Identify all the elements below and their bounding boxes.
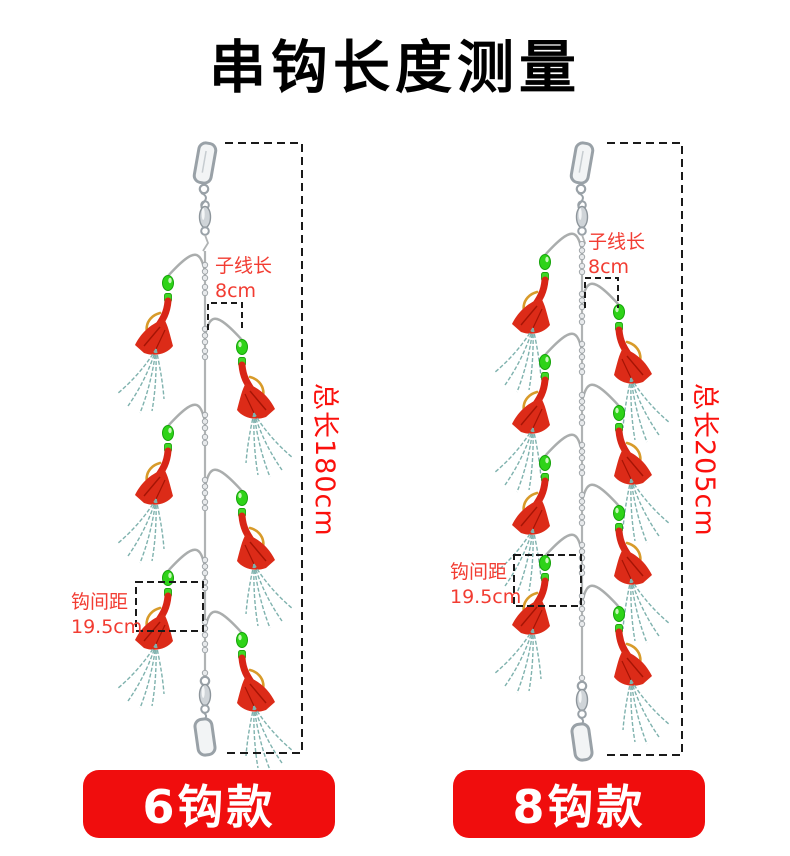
hook-spacing-label-6: 钩间距 19.5cm: [71, 590, 142, 639]
total-length-label-6: 总长180cm: [309, 383, 340, 537]
subline-label-text: 子线长: [215, 255, 273, 277]
spacing-value-text: 19.5cm: [450, 585, 522, 608]
hook-spacing-label-8: 钩间距 19.5cm: [450, 560, 521, 609]
rig-8-illustration: [493, 141, 671, 762]
spacing-value-text: 19.5cm: [71, 615, 143, 638]
total-length-label-8: 总长205cm: [689, 383, 720, 537]
page-title: 串钩长度测量: [209, 35, 581, 101]
variant-button-6hook[interactable]: 6钩款: [83, 770, 335, 838]
rig-6-illustration: [116, 141, 294, 771]
variant-button-8hook[interactable]: 8钩款: [453, 770, 705, 838]
subline-length-label-8: 子线长 8cm: [588, 230, 645, 279]
measurement-dashes: [513, 142, 683, 756]
spacing-label-text: 钩间距: [71, 591, 129, 613]
subline-label-text: 子线长: [588, 231, 646, 253]
measurement-dashes: [135, 142, 303, 754]
subline-length-label-6: 子线长 8cm: [215, 254, 272, 303]
subline-value-text: 8cm: [215, 279, 257, 302]
subline-value-text: 8cm: [588, 255, 630, 278]
spacing-label-text: 钩间距: [450, 561, 508, 583]
